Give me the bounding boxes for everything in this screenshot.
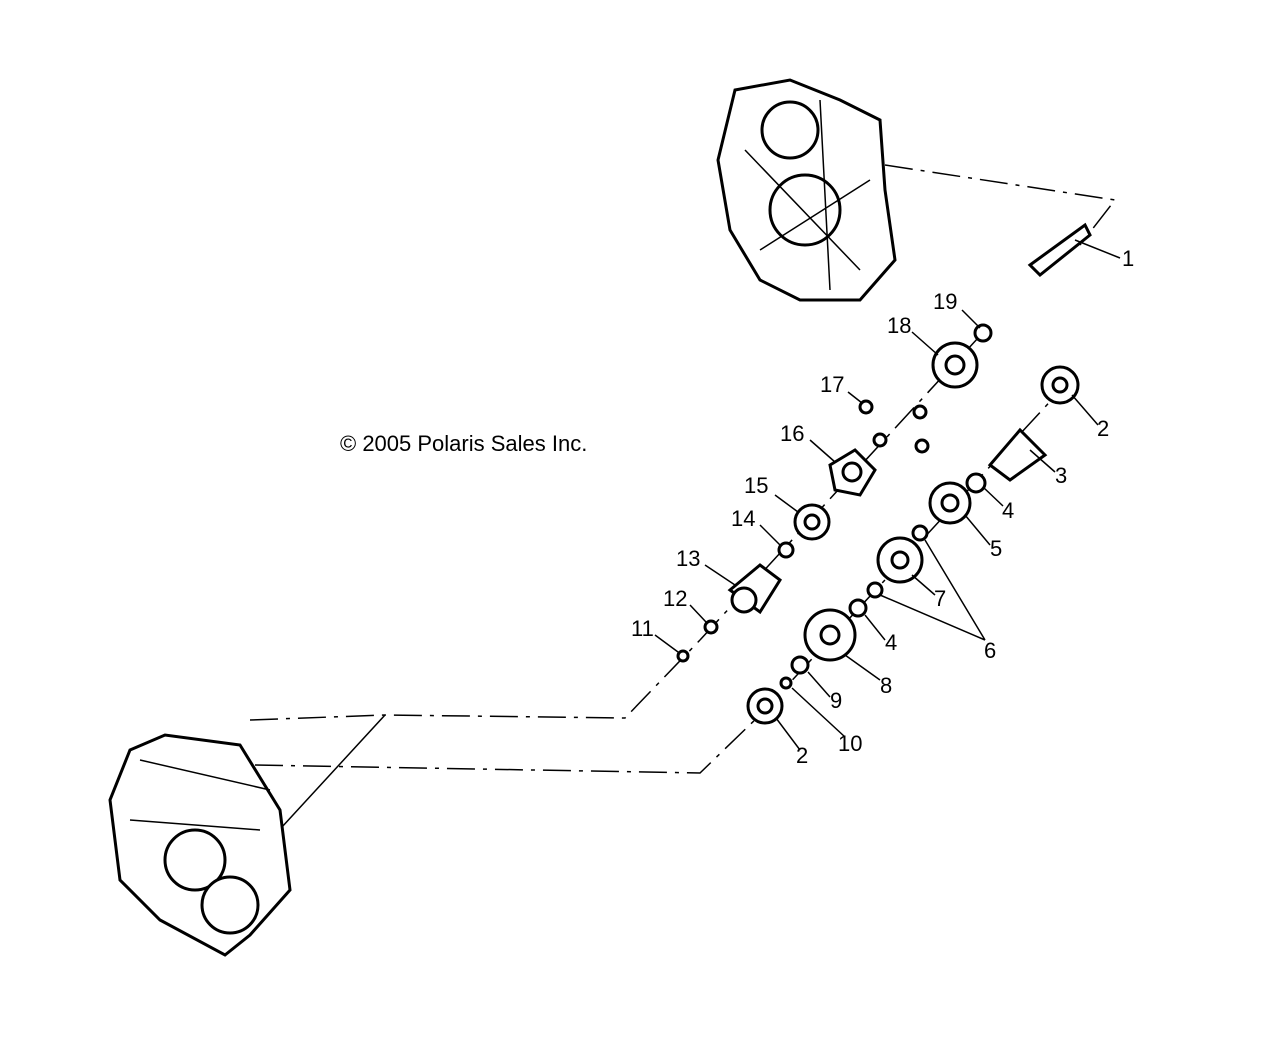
callout-17: 17 — [820, 372, 844, 397]
part-12 — [703, 619, 719, 635]
spacer-4-top — [965, 472, 987, 494]
copyright-notice: © 2005 Polaris Sales Inc. — [340, 431, 587, 456]
callout-9: 9 — [830, 688, 842, 713]
callout-11: 11 — [631, 616, 654, 641]
housing-guide-line — [269, 714, 386, 841]
lower-case-housing — [108, 733, 292, 957]
part-11 — [676, 649, 690, 663]
callout-4-top: 4 — [1002, 498, 1014, 523]
parts — [676, 323, 1080, 725]
callout-16: 16 — [780, 421, 804, 446]
washer-14 — [777, 541, 795, 559]
part-19 — [973, 323, 993, 343]
washer-9 — [790, 655, 810, 675]
callout-2-top: 2 — [1097, 416, 1109, 441]
leader-lines — [654, 239, 1121, 751]
callout-5: 5 — [990, 536, 1002, 561]
callout-1: 1 — [1122, 246, 1134, 271]
mainshaft-3 — [987, 427, 1048, 482]
assembly-line-shaft-left — [249, 639, 701, 721]
callout-6: 6 — [984, 638, 996, 663]
callout-8: 8 — [880, 673, 892, 698]
callout-12: 12 — [663, 586, 687, 611]
callout-13: 13 — [676, 546, 700, 571]
callout-14: 14 — [731, 506, 755, 531]
clip-6-bottom — [866, 581, 884, 599]
callout-7: 7 — [934, 586, 946, 611]
clip-6-top — [911, 524, 929, 542]
callout-19: 19 — [933, 289, 957, 314]
callout-15: 15 — [744, 473, 768, 498]
bolt-17 — [858, 399, 874, 415]
spacer-4-bottom — [848, 598, 868, 618]
callout-2-bottom: 2 — [796, 743, 808, 768]
assembly-line-shaft-right — [254, 714, 761, 774]
callout-10: 10 — [838, 731, 862, 756]
callout-4-bottom: 4 — [885, 630, 897, 655]
upper-case-housing — [716, 78, 897, 302]
callout-3: 3 — [1055, 463, 1067, 488]
callout-18: 18 — [887, 313, 911, 338]
part-10 — [779, 676, 793, 690]
shift-fork — [1027, 222, 1092, 278]
